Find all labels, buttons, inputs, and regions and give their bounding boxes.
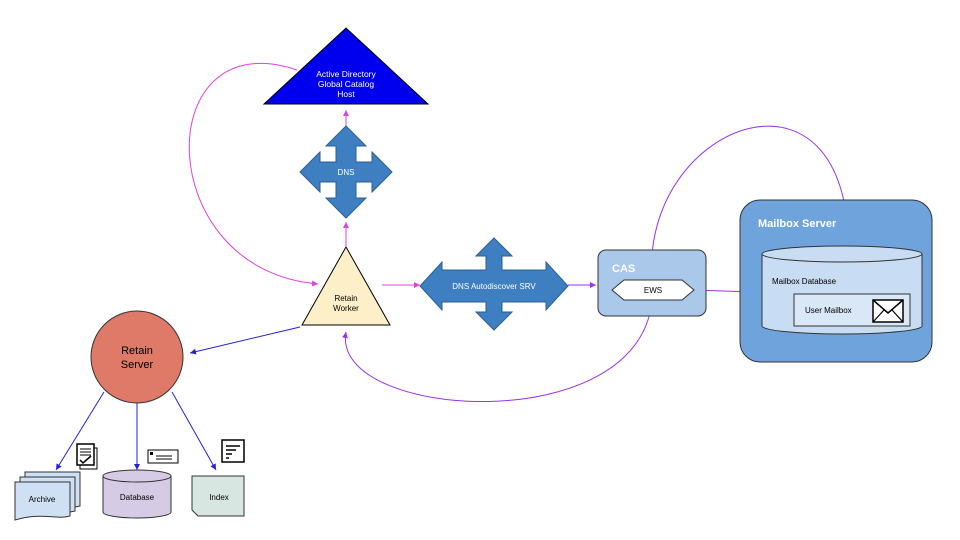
mailbox-server-title: Mailbox Server [758,218,837,230]
ad-label-line-2: Global Catalog [318,79,375,89]
mailbox-server-node: Mailbox Server Mailbox Database User Mai… [739,199,933,363]
connector-retain-to-archive [55,391,105,471]
envelope-icon [872,299,904,323]
dns-node: DNS [299,125,393,219]
dns-srv-label: DNS Autodiscover SRV [452,282,536,291]
connector-ad-to-worker-curve [188,62,319,287]
dns-label: DNS [338,168,355,177]
retain-server-label-line-2: Server [121,359,154,371]
worker-label-line-1: Retain [334,294,357,303]
archive-node: Archive [14,471,81,521]
cas-node: CAS EWS [597,249,707,317]
ad-label-line-3: Host [337,89,355,99]
retain-server-label-line-1: Retain [121,345,153,357]
active-directory-node: Active Directory Global Catalog Host [262,27,430,105]
worker-label-line-2: Worker [333,304,359,313]
index-node: Index [191,475,245,517]
cas-title: CAS [612,263,635,275]
retain-worker-node: Retain Worker [301,245,391,326]
envelope-form-icon [147,449,179,464]
document-index-icon [221,439,245,463]
mailbox-database-label: Mailbox Database [772,277,837,286]
connector-ews-to-worker-curve [341,299,653,402]
ews-shape [611,279,695,301]
database-node: Database [102,469,172,519]
connector-retain-to-index [171,391,217,471]
dns-autodiscover-srv-node: DNS Autodiscover SRV [419,237,569,331]
connectors [55,62,849,471]
ews-label: EWS [644,286,662,295]
checklist-icon [76,443,98,470]
connector-worker-to-retain [189,326,301,355]
retain-server-node: Retain Server [90,310,184,404]
database-label: Database [120,493,155,502]
connector-mailbox-to-ews-curve [648,125,849,281]
user-mailbox-label: User Mailbox [805,306,852,315]
index-label: Index [209,493,229,502]
ad-label-line-1: Active Directory [316,69,376,79]
archive-label: Archive [29,495,56,504]
